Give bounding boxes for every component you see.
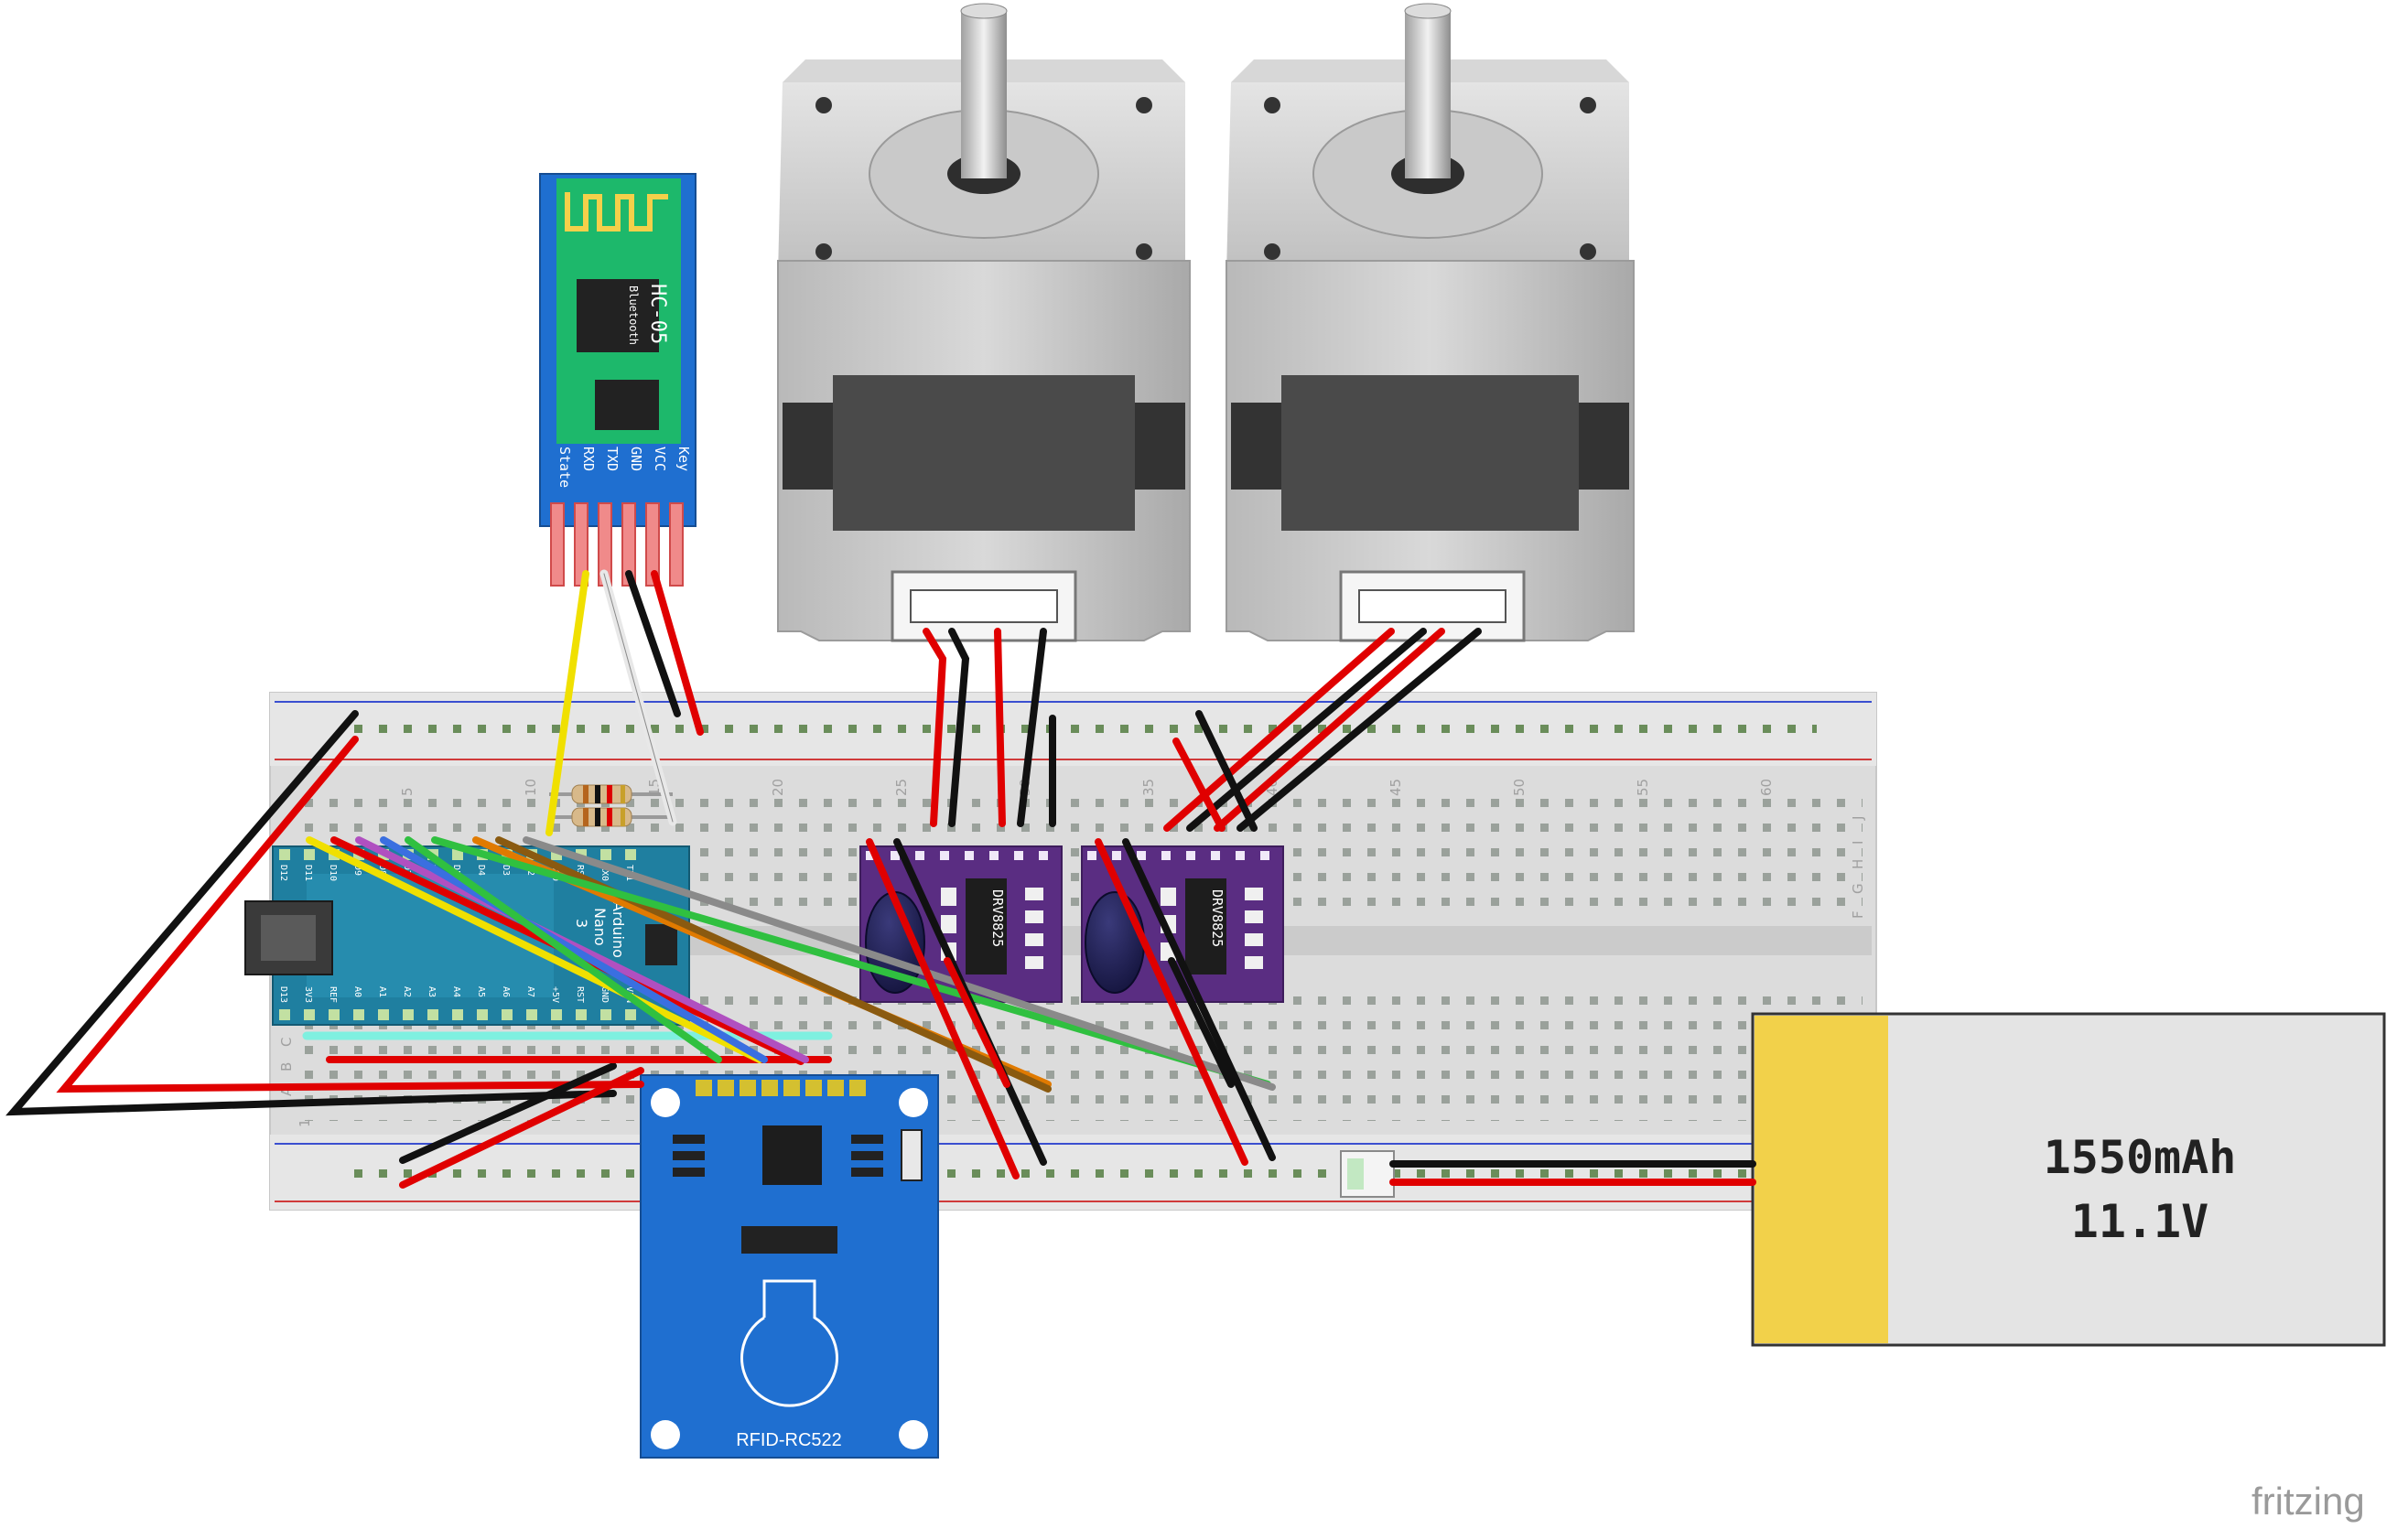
wire-green-data	[405, 836, 722, 1063]
row-letter: J	[1850, 816, 1866, 821]
hc05-pin-rxd: RXD	[580, 447, 597, 471]
battery-capacity: 1550mAh	[2044, 1131, 2237, 1184]
nano-pin-label: A3	[427, 986, 437, 997]
nano-name-line1: Arduino	[610, 901, 627, 958]
nano-pin-label: RX0	[599, 865, 610, 881]
wire-motor1-black2	[1017, 628, 1047, 827]
stepper-motor-1	[777, 3, 1191, 642]
stepper-motor-2	[1226, 3, 1635, 642]
hc05-pin-gnd: GND	[628, 447, 644, 471]
wire-red-power-loop	[56, 736, 644, 1093]
hc05-pin-vcc: VCC	[652, 447, 668, 471]
wire-yellow-data	[306, 836, 763, 1063]
nano-pin-label: A0	[352, 986, 362, 997]
row-letter: C	[278, 1038, 295, 1047]
hc05-pin-txd: TXD	[604, 447, 621, 471]
row-letter: I	[1850, 841, 1866, 845]
wire-motor1-red	[923, 628, 947, 827]
hc05-bluetooth-module: HC-05 Bluetooth State RXD TXD GND VCC Ke…	[539, 173, 696, 587]
column-number: 10	[523, 779, 539, 796]
capacitor	[1085, 891, 1145, 994]
wire-blue-data	[380, 836, 768, 1063]
battery-connector	[1340, 1150, 1395, 1198]
wire-motor1-red2	[994, 628, 1006, 827]
arduino-nano: Arduino Nano 3 D12 D11 D10 D9 D8 D7 D6 D…	[244, 845, 690, 1026]
wire-yellow-txd	[545, 570, 589, 836]
nano-pin-label: D7	[402, 865, 412, 876]
rfid-chip	[762, 1125, 822, 1185]
nano-pin-label: GND	[599, 986, 610, 1003]
column-number: 5	[399, 787, 416, 796]
nano-name-line3: 3	[573, 919, 590, 928]
drv-chip	[1185, 878, 1226, 974]
row-letter: B	[278, 1062, 295, 1071]
row-letter: A	[278, 1086, 295, 1096]
nano-name-line2: Nano	[591, 908, 609, 946]
battery-voltage: 11.1V	[2071, 1195, 2209, 1248]
wire-motor1-black	[948, 628, 970, 827]
resistors	[549, 784, 673, 827]
lipo-battery: 1550mAh 11.1V	[1751, 1012, 2386, 1347]
drv-chip-label: DRV8825	[989, 889, 1006, 947]
nano-pin-label: D11	[303, 865, 313, 881]
row-letter: G	[1850, 883, 1866, 894]
column-number: 55	[1635, 779, 1651, 796]
nano-pin-label: A5	[476, 986, 486, 997]
hc05-pin-state: State	[556, 447, 573, 488]
column-number: 45	[1388, 779, 1404, 796]
wire-black-gnd	[625, 570, 681, 717]
hc05-chip	[577, 279, 659, 352]
wire-purple-data	[355, 836, 809, 1063]
column-number: 20	[770, 779, 786, 796]
column-number: 60	[1758, 779, 1775, 796]
row-letter: F	[1850, 910, 1866, 919]
hc05-chip-sublabel: Bluetooth	[627, 285, 640, 345]
nano-pin-label: D3	[501, 865, 511, 876]
column-number: 25	[893, 779, 910, 796]
rfid-header-pins	[696, 1080, 866, 1096]
wire-black-power-loop	[5, 710, 617, 1116]
rfid-label: RFID-RC522	[736, 1430, 842, 1450]
nano-pin-label: D8	[377, 865, 387, 876]
drv-chip	[966, 878, 1007, 974]
fritzing-watermark: fritzing	[2251, 1480, 2365, 1523]
wire-grey-long	[523, 836, 1276, 1091]
nano-pin-label: REF	[328, 986, 338, 1003]
nano-chip	[645, 924, 677, 965]
nano-pin-label: A7	[525, 986, 535, 997]
battery-terminal-band	[1755, 1016, 1888, 1343]
nano-pin-label: +5V	[550, 986, 560, 1003]
nano-pin-label: D12	[278, 865, 288, 881]
antenna-trace	[565, 192, 668, 232]
column-number: 50	[1511, 779, 1528, 796]
nano-pin-label: D9	[352, 865, 362, 876]
nano-pin-label: A1	[377, 986, 387, 997]
nano-pin-label: A4	[451, 986, 461, 997]
wire-motor2-black2	[1236, 628, 1482, 832]
wires	[5, 569, 1756, 1189]
wire-motor2-red2	[1214, 628, 1445, 832]
nano-pin-label: 3V3	[303, 986, 313, 1003]
wire-red-vcc	[651, 570, 704, 736]
nano-pin-label: A2	[402, 986, 412, 997]
drv-chip-label: DRV8825	[1209, 889, 1226, 947]
hc05-pin-key: Key	[675, 447, 692, 471]
nano-pin-label: RST	[575, 986, 585, 1003]
nano-pin-label: D13	[278, 986, 288, 1003]
hc05-chip-label: HC-05	[646, 284, 669, 344]
nano-pin-label: A6	[501, 986, 511, 997]
wire-green-long	[431, 836, 1271, 1088]
nano-pin-label: D4	[476, 865, 486, 876]
rfid-antenna-outline	[740, 1279, 838, 1407]
nano-bottom-pins	[279, 1009, 636, 1020]
column-number: 1	[297, 1118, 313, 1127]
column-number: 35	[1140, 779, 1157, 796]
nano-pin-label: D10	[328, 865, 338, 881]
hc05-header-pins	[550, 502, 684, 587]
row-letter: H	[1850, 859, 1866, 869]
rfid-rc522-module: RFID-RC522	[640, 1074, 939, 1459]
wire-motor2-black	[1186, 628, 1427, 832]
